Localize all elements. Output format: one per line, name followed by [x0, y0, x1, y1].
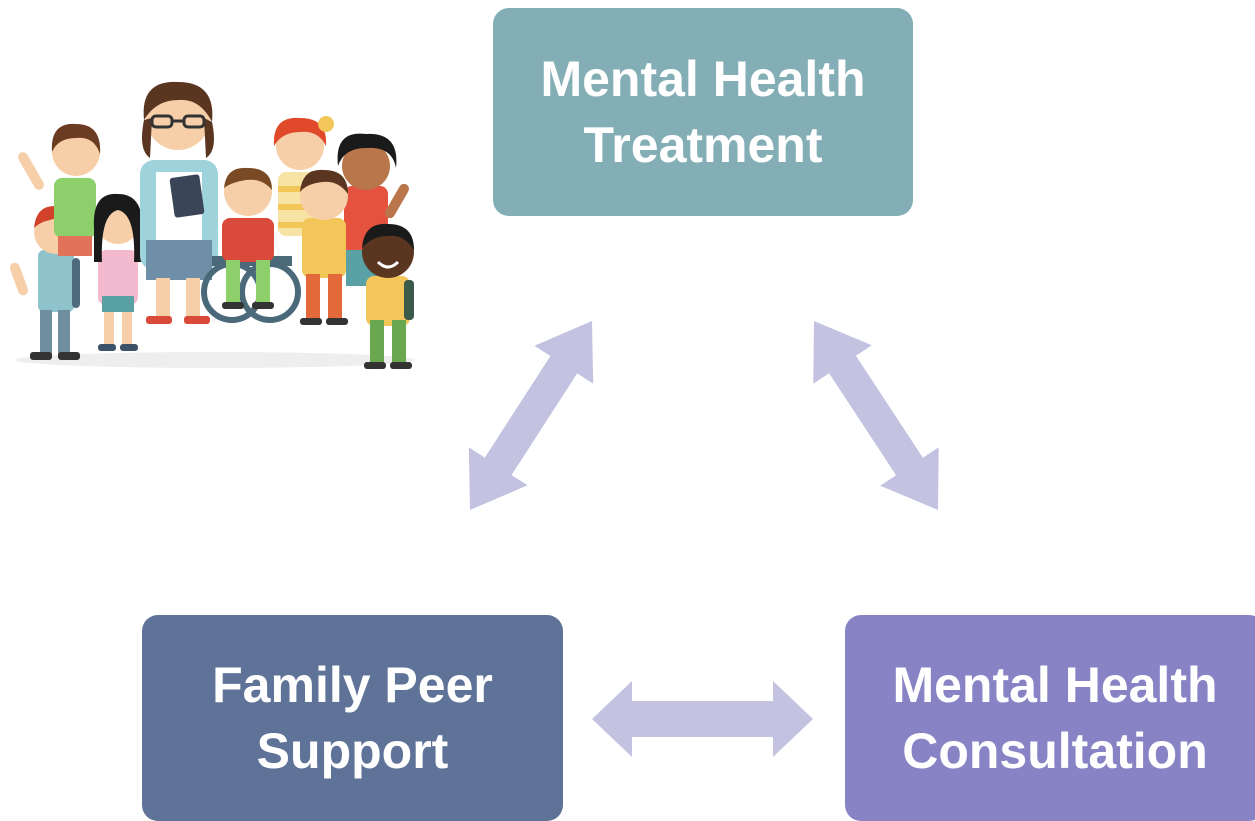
- node-label-line: Support: [256, 723, 449, 779]
- child-figure: [337, 133, 409, 286]
- teacher-figure: [140, 81, 218, 324]
- child-figure: [93, 193, 143, 351]
- double-arrow-icon: [813, 321, 939, 510]
- node-label-line: Consultation: [902, 723, 1208, 779]
- child-figure: [362, 223, 414, 369]
- teacher-children-illustration: [9, 81, 415, 369]
- family-peer-support-box: Family Peer Support: [142, 615, 563, 821]
- double-arrow-icon: [592, 681, 813, 757]
- node-label-line: Treatment: [583, 117, 823, 173]
- child-figure: [18, 123, 101, 256]
- double-arrow-icon: [468, 321, 594, 510]
- mental-health-consultation-box: Mental Health Consultation: [845, 615, 1255, 821]
- child-figure: [201, 167, 301, 323]
- child-figure: [300, 169, 348, 325]
- node-label-line: Family Peer: [212, 657, 493, 713]
- mental-health-treatment-box: Mental Health Treatment: [493, 8, 913, 216]
- node-label-line: Mental Health: [540, 51, 866, 107]
- node-label-line: Mental Health: [892, 657, 1218, 713]
